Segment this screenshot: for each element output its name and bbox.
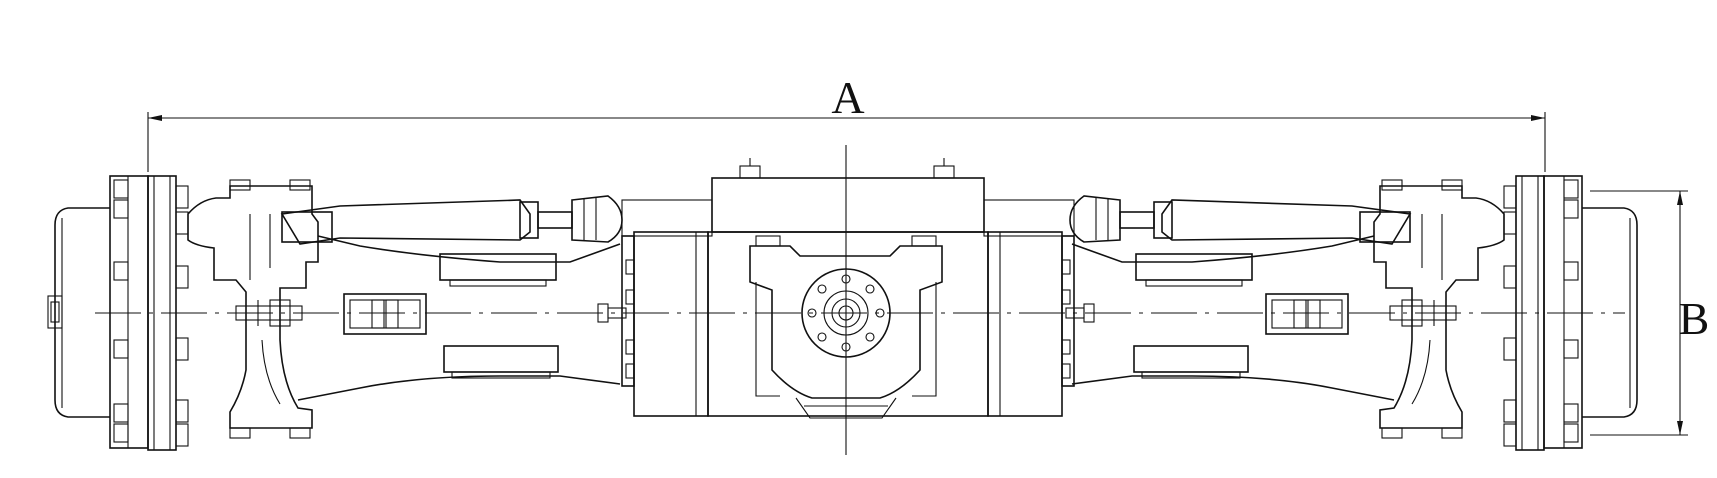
left-axle-half	[47, 175, 627, 451]
differential-housing	[621, 158, 1075, 419]
right-axle-housing	[1071, 235, 1395, 401]
right-tie-rod	[1069, 195, 1412, 245]
left-flange-plate	[147, 175, 189, 451]
right-flange-plate	[1503, 175, 1545, 451]
left-steering-knuckle	[187, 179, 319, 439]
dimension-b-label: B	[1679, 293, 1710, 344]
left-hub-drum	[47, 207, 110, 418]
dimension-a-label: A	[831, 72, 864, 123]
left-tie-rod	[280, 195, 623, 245]
right-hub-drum	[1582, 207, 1638, 418]
left-hub-bolts	[109, 175, 149, 449]
right-steering-knuckle	[1373, 179, 1505, 439]
right-hub-bolts	[1543, 175, 1583, 449]
left-axle-housing	[297, 235, 621, 401]
left-grease-fitting	[597, 303, 627, 323]
dimension-b: B	[1590, 190, 1710, 436]
dimension-a: A	[147, 72, 1546, 172]
right-axle-half	[1065, 175, 1638, 451]
pinion-flange	[801, 268, 891, 358]
right-grease-fitting	[1065, 303, 1095, 323]
